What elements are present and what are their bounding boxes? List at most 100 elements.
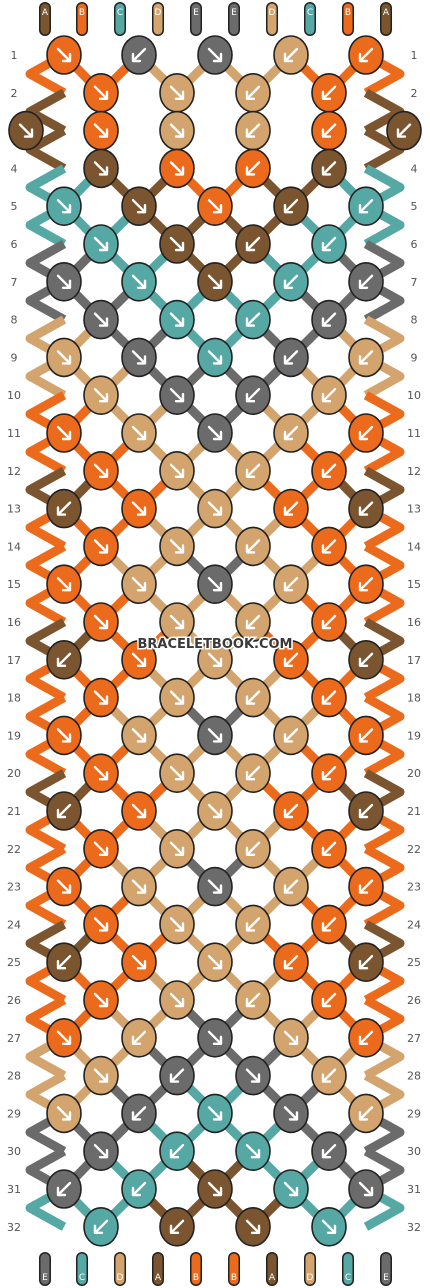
arrow-down-left-icon: [358, 274, 374, 289]
row-number-left: 24: [7, 918, 21, 931]
knot: [197, 337, 233, 378]
row-number-left: 17: [7, 654, 21, 667]
knot: [311, 677, 347, 718]
bottom-string-8: D: [304, 1252, 316, 1286]
knot: [46, 715, 82, 756]
knot: [235, 904, 271, 945]
arrow-down-left-icon: [358, 803, 374, 819]
arrow-down-right-icon: [169, 992, 185, 1008]
arrow-down-left-icon: [283, 47, 299, 63]
arrow-down-right-icon: [245, 1143, 261, 1159]
string-label: D: [155, 8, 162, 18]
knot: [83, 110, 119, 151]
arrow-down-right-icon: [169, 766, 185, 781]
knot: [159, 980, 195, 1020]
arrow-down-left-icon: [358, 1106, 374, 1121]
knot: [311, 110, 347, 151]
knot: [83, 828, 119, 869]
string-label: A: [383, 8, 390, 18]
knot: [348, 866, 384, 907]
arrow-down-left-icon: [321, 917, 337, 932]
knot: [159, 110, 195, 151]
arrow-down-left-icon: [358, 501, 374, 516]
string-label: A: [155, 1273, 162, 1283]
arrow-down-left-icon: [321, 1143, 337, 1159]
knot: [159, 1207, 195, 1247]
arrow-down-right-icon: [321, 1219, 337, 1235]
arrow-down-left-icon: [245, 917, 261, 932]
arrow-down-left-icon: [321, 123, 337, 138]
knot: [273, 1093, 309, 1134]
arrow-down-left-icon: [321, 614, 337, 630]
row-number-right: 25: [407, 956, 421, 969]
row-number-right: 18: [407, 692, 421, 705]
arrow-down-right-icon: [93, 992, 109, 1008]
arrow-down-left-icon: [321, 766, 337, 781]
arrow-down-right-icon: [207, 198, 223, 214]
string-label: A: [269, 1273, 276, 1283]
bottom-string-5: B: [190, 1252, 202, 1286]
row-number-left: 22: [7, 843, 21, 856]
knot: [159, 904, 195, 945]
arrow-down-left-icon: [283, 803, 299, 819]
knot: [83, 148, 119, 189]
arrow-down-right-icon: [169, 236, 185, 252]
arrow-down-left-icon: [245, 85, 261, 101]
knot: [159, 602, 195, 642]
arrow-down-right-icon: [93, 312, 109, 327]
knot: [197, 791, 233, 831]
arrow-down-right-icon: [169, 690, 185, 705]
knot: [273, 715, 309, 756]
arrow-down-right-icon: [93, 161, 109, 176]
arrow-down-left-icon: [321, 463, 337, 478]
knot: [235, 73, 271, 113]
knot: [235, 828, 271, 869]
knot: [46, 337, 82, 378]
arrow-down-left-icon: [321, 690, 337, 705]
row-number-left: 14: [7, 540, 21, 553]
top-string-1: A: [39, 2, 51, 36]
row-number-left: 18: [7, 692, 21, 705]
row-number-right: 1: [411, 49, 418, 62]
knot: [121, 866, 157, 907]
arrow-down-left-icon: [358, 879, 374, 894]
knot: [348, 413, 384, 453]
knot: [83, 677, 119, 718]
knot: [197, 488, 233, 529]
knot: [235, 753, 271, 794]
knot: [273, 866, 309, 907]
knot: [311, 904, 347, 945]
row-number-left: 6: [11, 238, 18, 251]
arrow-down-right-icon: [283, 1106, 299, 1121]
knot: [197, 564, 233, 605]
row-number-left: 26: [7, 994, 21, 1007]
string-label: E: [231, 8, 237, 18]
knot: [348, 35, 384, 75]
arrow-down-right-icon: [56, 577, 72, 592]
arrow-down-right-icon: [245, 1219, 261, 1235]
knot: [386, 110, 422, 151]
arrow-down-left-icon: [245, 161, 261, 176]
knot: [159, 450, 195, 491]
row-number-right: 22: [407, 843, 421, 856]
knot: [83, 450, 119, 491]
arrow-down-right-icon: [245, 1068, 261, 1083]
watermark: BRACELETBOOK.COM: [138, 637, 293, 652]
string-label: B: [79, 8, 85, 18]
arrow-down-right-icon: [93, 539, 109, 554]
arrow-down-left-icon: [93, 1219, 109, 1235]
knot: [8, 110, 44, 151]
arrow-down-right-icon: [131, 350, 147, 365]
arrow-down-right-icon: [18, 123, 34, 138]
arrow-down-left-icon: [358, 198, 374, 214]
row-number-right: 27: [407, 1032, 421, 1045]
arrow-down-right-icon: [207, 350, 223, 365]
arrow-down-left-icon: [245, 614, 261, 630]
knot: [348, 1169, 384, 1209]
string-label: B: [193, 1273, 199, 1283]
knot: [46, 488, 82, 529]
row-number-right: 4: [411, 162, 418, 175]
arrow-down-right-icon: [131, 425, 147, 441]
knot: [311, 602, 347, 642]
knot: [273, 942, 309, 983]
